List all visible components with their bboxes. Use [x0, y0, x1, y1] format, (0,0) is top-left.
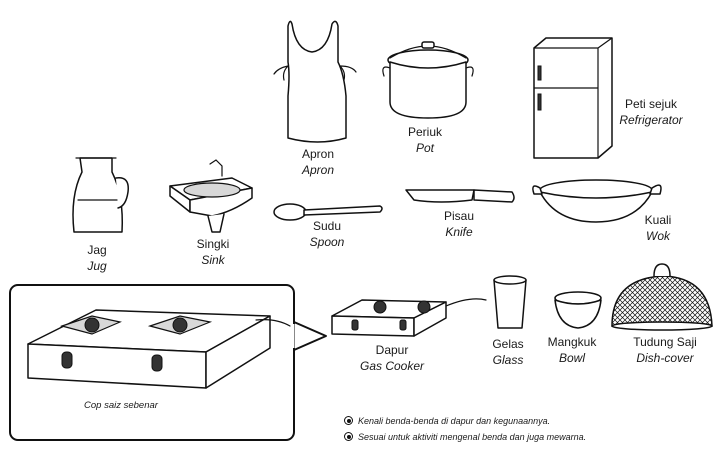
knife-name-ms: Pisau	[443, 209, 475, 223]
sink-illustration	[169, 159, 253, 233]
note-line-1: Kenali benda-benda di dapur dan kegunaan…	[344, 416, 550, 426]
spoon-name-ms: Sudu	[312, 219, 342, 233]
refrigerator-name-en: Refrigerator	[619, 113, 683, 127]
jug-name-en: Jug	[87, 259, 107, 273]
jug-illustration	[72, 157, 129, 233]
wok-name-en: Wok	[646, 229, 670, 243]
knife-label: Pisau Knife	[436, 208, 482, 240]
wok-label: Kuali Wok	[636, 212, 680, 244]
wok-name-ms: Kuali	[644, 213, 672, 227]
knife-illustration	[405, 189, 515, 203]
note-line-2: Sesuai untuk aktiviti mengenal benda dan…	[344, 432, 586, 442]
dish-cover-illustration	[611, 263, 713, 331]
gas-cooker-name-en: Gas Cooker	[359, 359, 425, 373]
note-text-1: Kenali benda-benda di dapur dan kegunaan…	[358, 416, 551, 426]
glass-illustration	[493, 275, 527, 329]
pot-name-ms: Periuk	[407, 125, 442, 139]
bowl-name-en: Bowl	[558, 351, 585, 365]
glass-name-ms: Gelas	[492, 337, 524, 351]
refrigerator-name-ms: Peti sejuk	[624, 97, 678, 111]
gas-cooker-illustration	[331, 298, 487, 337]
apron-illustration	[273, 20, 357, 143]
bowl-name-ms: Mangkuk	[547, 335, 597, 349]
spoon-label: Sudu Spoon	[302, 218, 352, 250]
jug-name-ms: Jag	[87, 243, 107, 257]
bowl-illustration	[554, 291, 602, 329]
glass-label: Gelas Glass	[486, 336, 530, 368]
note-text-2: Sesuai untuk aktiviti mengenal benda dan…	[358, 432, 587, 442]
refrigerator-label: Peti sejuk Refrigerator	[612, 96, 690, 128]
apron-label: Apron Apron	[296, 146, 340, 178]
jug-label: Jag Jug	[80, 242, 114, 274]
bowl-label: Mangkuk Bowl	[540, 334, 604, 366]
sink-label: Singki Sink	[188, 236, 238, 268]
pot-name-en: Pot	[415, 141, 434, 155]
dish-cover-name-ms: Tudung Saji	[633, 335, 697, 349]
gas-cooker-name-ms: Dapur	[375, 343, 409, 357]
wok-illustration	[532, 179, 662, 223]
stamp-caption: Cop saiz sebenar	[84, 400, 158, 411]
sink-name-ms: Singki	[196, 237, 230, 251]
dish-cover-name-en: Dish-cover	[636, 351, 694, 365]
refrigerator-illustration	[533, 37, 613, 159]
bullet-icon	[344, 432, 353, 441]
gas-cooker-label: Dapur Gas Cooker	[352, 342, 432, 374]
sink-name-en: Sink	[201, 253, 225, 267]
stamp-box	[9, 284, 327, 441]
dish-cover-label: Tudung Saji Dish-cover	[622, 334, 708, 366]
pot-label: Periuk Pot	[398, 124, 452, 156]
glass-name-en: Glass	[492, 353, 524, 367]
apron-name-en: Apron	[301, 163, 335, 177]
pot-illustration	[382, 41, 474, 119]
spoon-name-en: Spoon	[309, 235, 345, 249]
apron-name-ms: Apron	[301, 147, 335, 161]
spoon-illustration	[273, 203, 383, 221]
knife-name-en: Knife	[445, 225, 473, 239]
bullet-icon	[344, 416, 353, 425]
